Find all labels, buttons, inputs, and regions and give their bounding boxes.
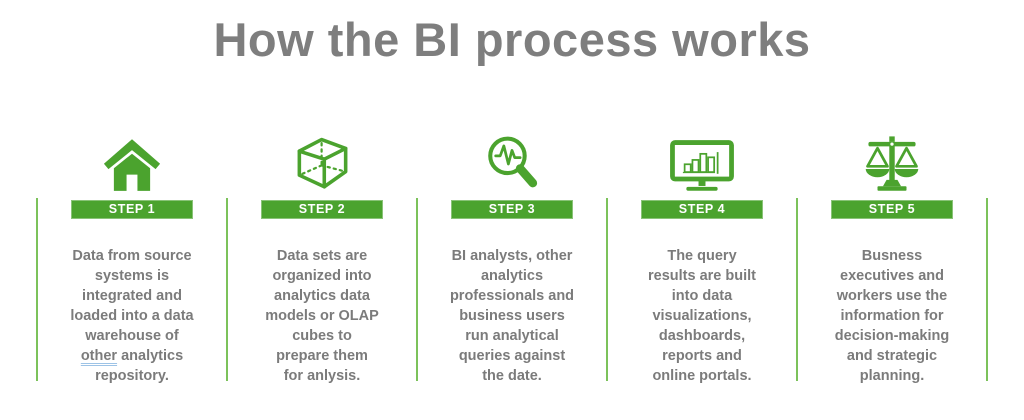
page-title: How the BI process works (213, 13, 811, 66)
divider (986, 198, 988, 381)
step-4-column: STEP 4 The query results are built into … (606, 135, 797, 397)
divider (796, 198, 798, 381)
step-2-column: STEP 2 Data sets are organized into anal… (226, 135, 417, 397)
divider (36, 198, 38, 381)
step-1-underlined-word: other (80, 348, 118, 364)
step-2-badge: STEP 2 (261, 200, 383, 219)
cube-icon (227, 135, 417, 193)
magnifier-pulse-icon (417, 135, 607, 193)
divider (226, 198, 228, 381)
divider (606, 198, 608, 381)
step-3-column: STEP 3 BI analysts, other analytics prof… (416, 135, 607, 397)
step-5-column: STEP 5 Busness executives and workers us… (796, 135, 987, 397)
monitor-bar-chart-icon (607, 135, 797, 193)
steps-row: STEP 1 Data from source systems is integ… (36, 135, 988, 397)
step-1-text-before: Data from source systems is integrated a… (70, 248, 194, 344)
step-1-badge: STEP 1 (71, 200, 193, 219)
step-3-description: BI analysts, other analytics professiona… (449, 248, 575, 384)
step-1-description: Data from source systems is integrated a… (37, 246, 227, 386)
step-2-description: Data sets are organized into analytics d… (265, 248, 379, 384)
step-5-badge: STEP 5 (831, 200, 953, 219)
step-4-badge: STEP 4 (641, 200, 763, 219)
step-1-text-after: analytics repository. (95, 348, 184, 384)
step-4-description: The query results are built into data vi… (648, 248, 756, 384)
step-5-description: Busness executives and workers use the i… (834, 248, 950, 384)
balance-scales-icon (797, 135, 987, 193)
divider (416, 198, 418, 381)
house-icon (37, 135, 227, 193)
step-1-column: STEP 1 Data from source systems is integ… (36, 135, 227, 397)
step-3-badge: STEP 3 (451, 200, 573, 219)
